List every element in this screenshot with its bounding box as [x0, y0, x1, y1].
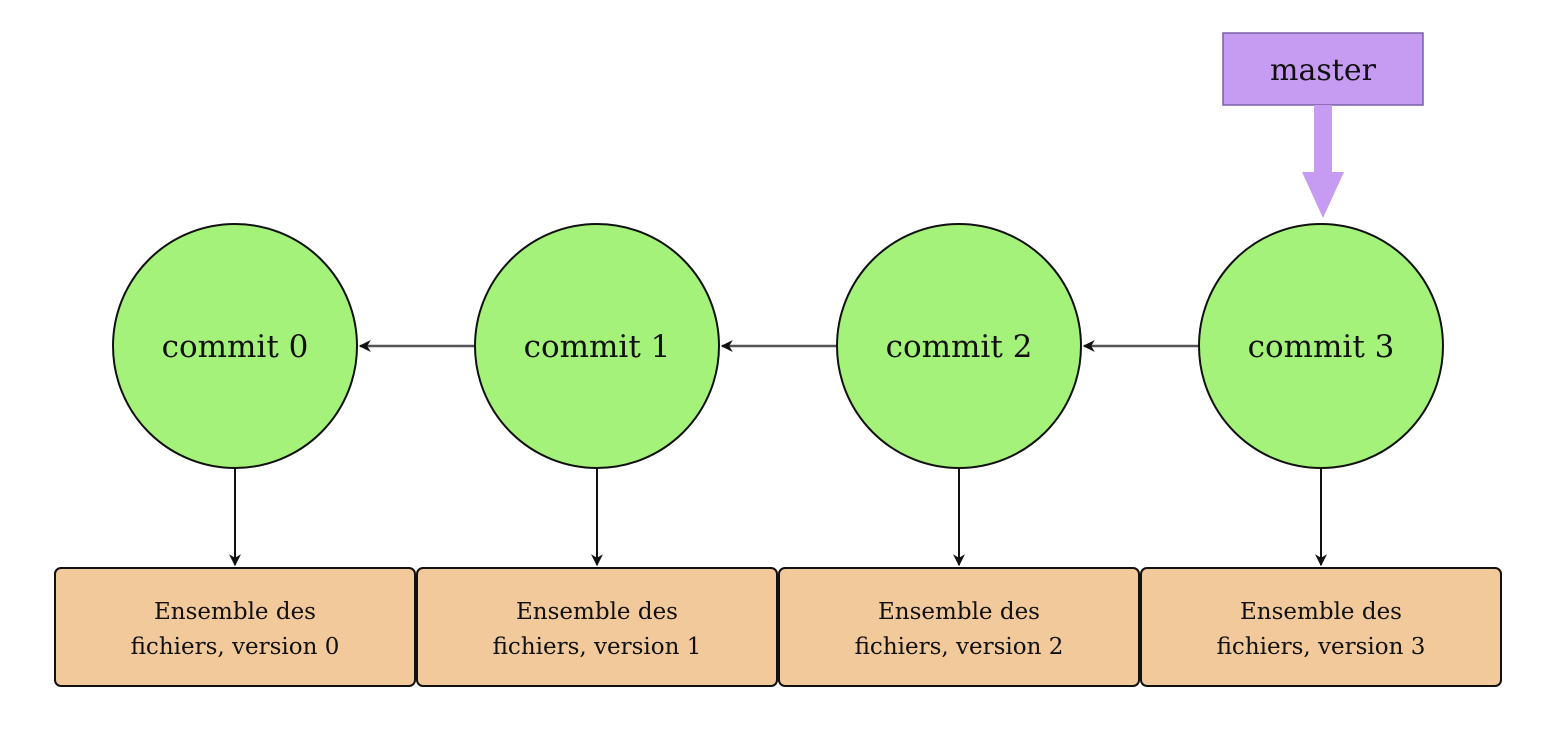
commit-label: commit 2 [886, 329, 1033, 365]
commit-node[interactable]: commit 2 Ensemble des fichiers, version … [778, 223, 1140, 687]
snapshot-label-line2: fichiers, version 1 [493, 634, 702, 660]
commit-label: commit 0 [162, 329, 309, 365]
snapshot-label-line1: Ensemble des [154, 599, 316, 625]
branch-label: master [1270, 53, 1377, 88]
branch-arrow-shaft [1314, 105, 1332, 175]
branch-pointer: master [1222, 32, 1424, 218]
snapshot-label-line1: Ensemble des [878, 599, 1040, 625]
snapshot-box[interactable] [416, 567, 778, 687]
snapshot-box[interactable] [778, 567, 1140, 687]
snapshot-label-line2: fichiers, version 3 [1217, 634, 1426, 660]
commit-label: commit 3 [1248, 329, 1395, 365]
branch-label-box[interactable] [1222, 32, 1424, 106]
snapshot-label-line2: fichiers, version 0 [131, 634, 340, 660]
snapshot-label-line1: Ensemble des [516, 599, 678, 625]
commit-node[interactable]: commit 3 Ensemble des fichiers, version … [1140, 223, 1502, 687]
snapshot-label-line2: fichiers, version 2 [855, 634, 1064, 660]
snapshot-box[interactable] [1140, 567, 1502, 687]
commit-node[interactable]: commit 0 Ensemble des fichiers, version … [54, 223, 416, 687]
snapshot-label-line1: Ensemble des [1240, 599, 1402, 625]
snapshot-box[interactable] [54, 567, 416, 687]
commit-node[interactable]: commit 1 Ensemble des fichiers, version … [416, 223, 778, 687]
commit-label: commit 1 [524, 329, 671, 365]
branch-arrow-head [1302, 172, 1344, 218]
